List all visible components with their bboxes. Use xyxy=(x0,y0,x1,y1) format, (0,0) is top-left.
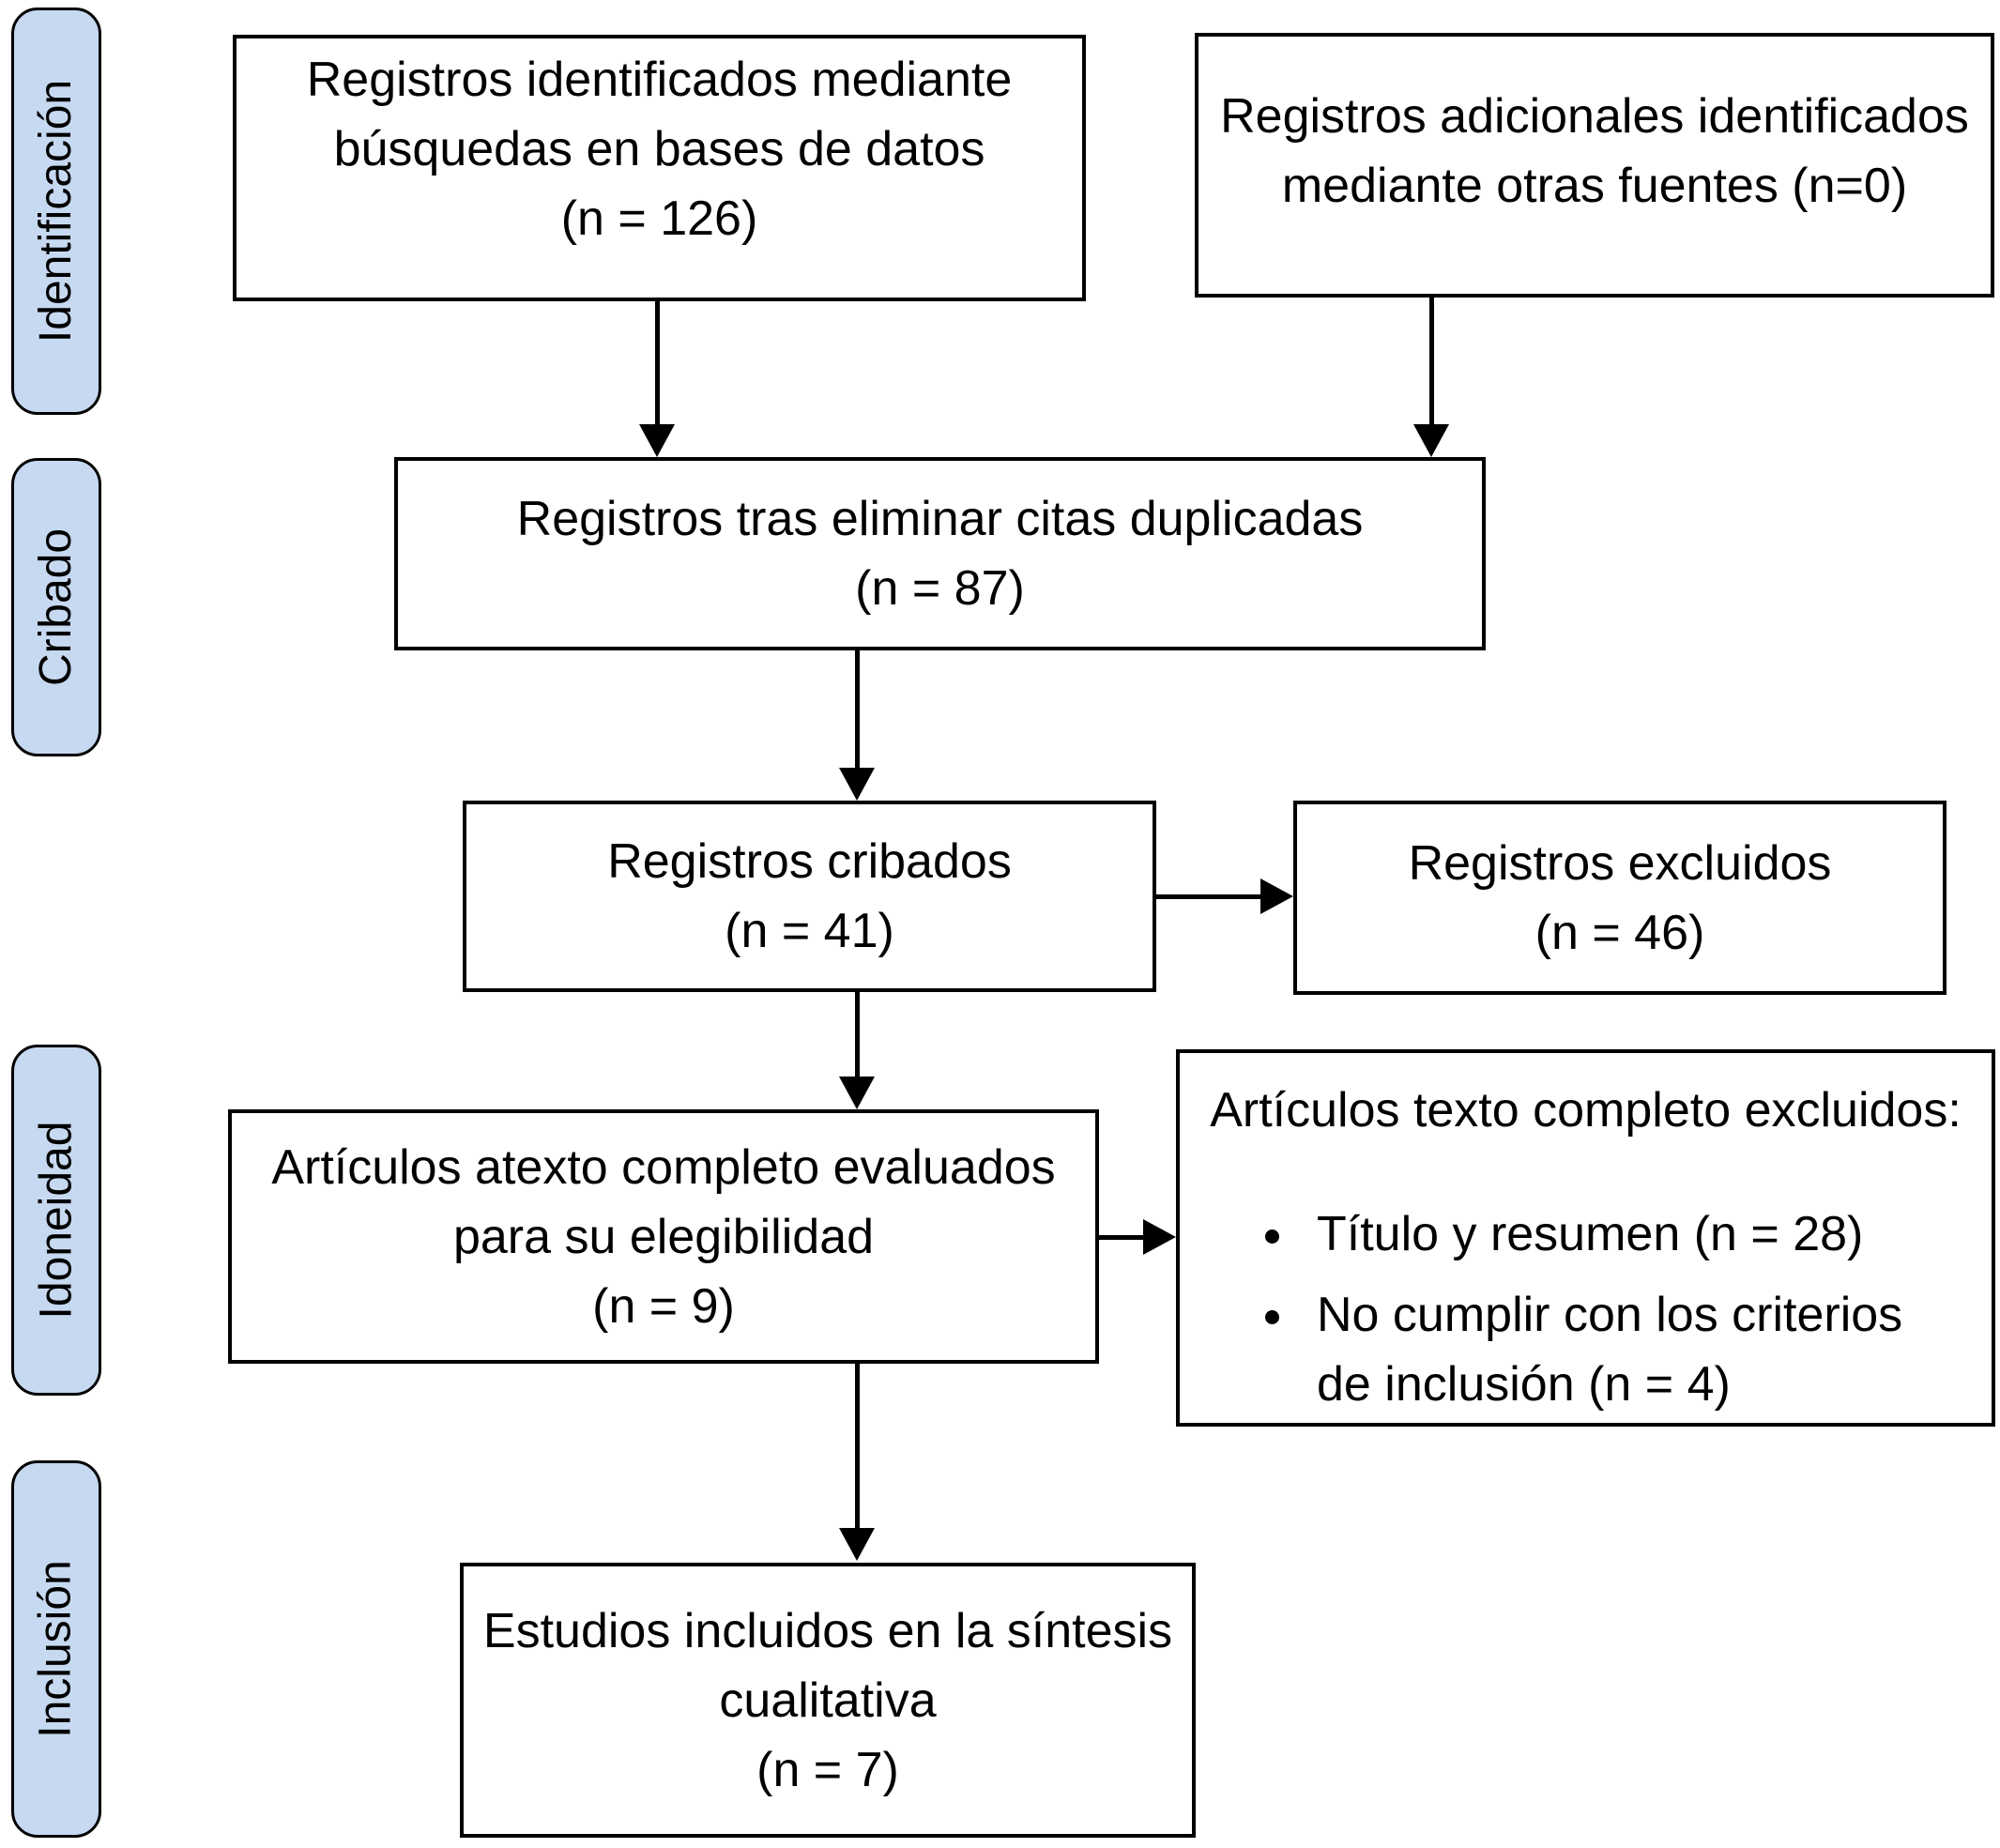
stage-label-screening: Cribado xyxy=(11,458,101,756)
box-fulltext-excluded: Artículos texto completo excluidos: Títu… xyxy=(1176,1049,1995,1427)
box-line: (n = 87) xyxy=(855,561,1025,616)
box-line: mediante otras fuentes (n=0) xyxy=(1281,159,1908,213)
arrowhead-down-icon xyxy=(639,424,675,457)
box-line: (n = 41) xyxy=(725,904,894,958)
box-line: búsquedas en bases de datos xyxy=(333,122,985,176)
stage-label-text: Identificación xyxy=(31,79,82,344)
box-records-identified: Registros identificados mediante búsqued… xyxy=(233,35,1086,301)
box-records-screened: Registros cribados (n = 41) xyxy=(463,801,1156,992)
box-line: Registros identificados mediante xyxy=(306,53,1013,107)
arrow-shaft xyxy=(1099,1235,1146,1240)
stage-label-text: Idoneidad xyxy=(31,1121,81,1320)
stage-label-text: Inclusión xyxy=(31,1560,82,1738)
stage-label-inclusion: Inclusión xyxy=(11,1460,101,1838)
box-line: (n = 7) xyxy=(756,1742,899,1797)
box-line: Registros adicionales identificados xyxy=(1220,89,1969,144)
box-line: (n = 46) xyxy=(1534,905,1705,960)
box-line: Estudios incluidos en la síntesis xyxy=(482,1603,1173,1658)
box-line: Registros tras eliminar citas duplicadas xyxy=(516,492,1364,546)
box-line: cualitativa xyxy=(719,1672,937,1728)
stage-label-text: Cribado xyxy=(31,527,81,687)
box-records-deduplicated: Registros tras eliminar citas duplicadas… xyxy=(394,457,1486,650)
stage-label-identification: Identificación xyxy=(11,8,101,415)
arrowhead-down-icon xyxy=(1413,424,1449,457)
arrow-shaft xyxy=(855,992,860,1078)
box-line: para su elegibilidad xyxy=(452,1209,875,1264)
box-line: Registros excluidos xyxy=(1408,835,1832,891)
box-line: (n = 126) xyxy=(560,191,758,246)
box-line: Artículos atexto completo evaluados xyxy=(271,1139,1056,1195)
arrow-shaft xyxy=(855,1364,860,1531)
stage-label-eligibility: Idoneidad xyxy=(11,1045,101,1396)
arrowhead-right-icon xyxy=(1260,878,1293,914)
exclusion-reason-list: Título y resumen (n = 28) No cumplir con… xyxy=(1180,1199,1992,1430)
arrow-shaft xyxy=(855,650,860,771)
box-fulltext-assessed: Artículos atexto completo evaluados para… xyxy=(228,1109,1099,1364)
bullet-item: No cumplir con los criterios de inclusió… xyxy=(1300,1280,1954,1419)
box-title: Artículos texto completo excluidos: xyxy=(1210,1083,1962,1138)
arrow-shaft xyxy=(655,301,660,427)
box-studies-included: Estudios incluidos en la síntesis cualit… xyxy=(460,1563,1196,1838)
arrowhead-down-icon xyxy=(839,1077,875,1109)
arrow-shaft xyxy=(1429,298,1434,427)
box-line: (n = 9) xyxy=(592,1278,735,1334)
box-records-excluded: Registros excluidos (n = 46) xyxy=(1293,801,1947,995)
box-line: Registros cribados xyxy=(607,834,1012,889)
arrowhead-down-icon xyxy=(839,768,875,801)
arrow-shaft xyxy=(1156,894,1263,899)
box-additional-records: Registros adicionales identificados medi… xyxy=(1195,33,1994,298)
bullet-item: Título y resumen (n = 28) xyxy=(1300,1199,1954,1269)
arrowhead-down-icon xyxy=(839,1528,875,1561)
arrowhead-right-icon xyxy=(1143,1219,1176,1255)
